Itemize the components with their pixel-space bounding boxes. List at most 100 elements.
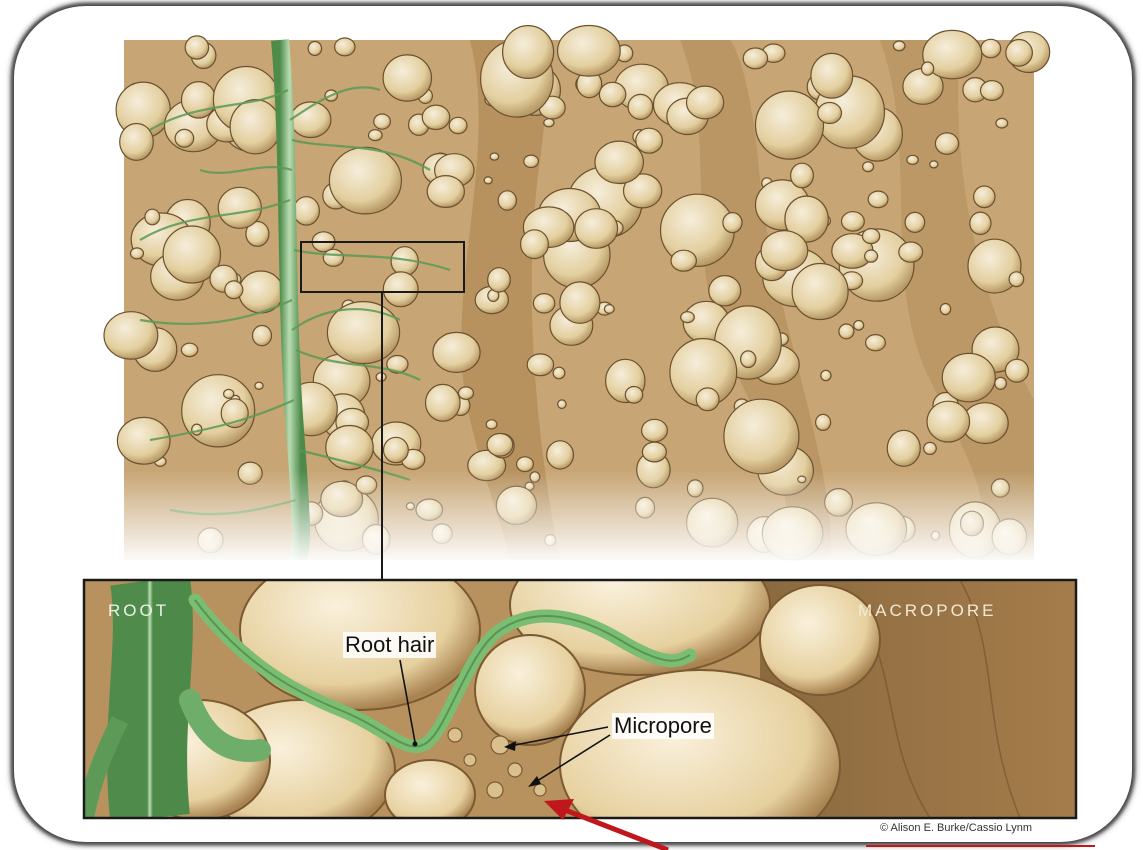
soil-pebble xyxy=(595,141,643,183)
soil-pebble xyxy=(224,389,234,398)
soil-pebble xyxy=(335,38,355,56)
soil-pebble xyxy=(329,147,401,214)
soil-pebble xyxy=(560,282,600,323)
soil-pebble xyxy=(974,186,995,208)
soil-pebble xyxy=(756,91,824,159)
soil-pebble xyxy=(761,231,808,271)
soil-pebble xyxy=(839,324,854,339)
soil-pebble xyxy=(868,191,888,208)
soil-pebble xyxy=(145,209,160,225)
soil-pebble xyxy=(995,377,1007,389)
soil-pebble xyxy=(724,399,799,474)
soil-pebble xyxy=(120,123,154,160)
soil-pebble xyxy=(696,388,719,411)
soil-pebble xyxy=(487,434,513,457)
soil-pebble xyxy=(741,351,756,368)
soil-pebble xyxy=(922,62,934,75)
root-hair-label: Root hair xyxy=(343,632,436,658)
soil-pebble xyxy=(924,442,937,454)
soil-pebble xyxy=(811,53,853,98)
soil-pebble xyxy=(681,312,695,323)
soil-pebble xyxy=(422,105,449,129)
soil-pebble xyxy=(599,82,625,106)
soil-pebble xyxy=(383,272,418,307)
soil-pebble xyxy=(709,276,741,306)
soil-pebble xyxy=(517,457,534,472)
soil-pebble xyxy=(930,161,938,168)
soil-pebble xyxy=(426,384,461,421)
soil-pebble xyxy=(981,39,1001,57)
soil-pebble xyxy=(521,230,549,259)
soil-pebble xyxy=(687,86,724,119)
soil-pebble xyxy=(636,128,663,153)
soil-pebble xyxy=(575,209,618,249)
soil-pebble xyxy=(374,114,391,129)
soil-pebble xyxy=(842,212,865,231)
soil-pebble xyxy=(182,82,216,118)
soil-pebble xyxy=(117,417,170,464)
soil-pebble xyxy=(723,213,742,233)
soil-pebble xyxy=(1005,359,1028,382)
soil-pebble xyxy=(185,36,208,59)
soil-pebble xyxy=(175,129,194,147)
soil-pebble xyxy=(625,387,642,404)
soil-pebble xyxy=(863,162,874,172)
soil-pebble xyxy=(671,250,696,271)
soil-pebble xyxy=(253,326,272,346)
soil-pebble xyxy=(544,119,554,127)
soil-pebble xyxy=(940,304,950,315)
soil-pebble xyxy=(905,212,925,232)
soil-pebble xyxy=(821,370,831,380)
soil-pebble xyxy=(743,48,767,69)
soil-pebble xyxy=(104,312,158,359)
soil-pebble xyxy=(490,153,499,160)
soil-pebble xyxy=(642,442,666,462)
soil-pebble xyxy=(181,343,197,356)
soil-pebble xyxy=(218,187,261,228)
soil-pebble xyxy=(893,41,905,51)
soil-pebble xyxy=(449,117,467,133)
image-credit: © Alison E. Burke/Cassio Lynm xyxy=(880,822,1032,834)
soil-pebble xyxy=(981,81,1004,101)
root-label: ROOT xyxy=(108,601,169,621)
soil-pebble xyxy=(816,414,831,430)
soil-pebble xyxy=(866,335,886,351)
soil-pebble xyxy=(486,420,497,429)
soil-pebble xyxy=(527,354,553,376)
soil-pebble xyxy=(865,250,878,262)
soil-pebble xyxy=(503,26,554,79)
soil-pebble xyxy=(255,382,263,389)
soil-pebble xyxy=(427,176,464,208)
soil-pebble xyxy=(899,242,923,262)
soil-pebble xyxy=(792,264,848,320)
soil-pebble xyxy=(558,26,621,77)
soil-pebble xyxy=(553,367,565,379)
soil-pebble xyxy=(533,294,554,313)
soil-pebble xyxy=(996,118,1008,128)
soil-pebble xyxy=(942,353,995,401)
soil-pebble xyxy=(484,177,492,184)
soil-pebble xyxy=(498,191,516,210)
soil-pebble xyxy=(1009,272,1024,287)
soil-pebble xyxy=(818,103,842,124)
soil-pebble xyxy=(863,229,880,244)
soil-pebble xyxy=(661,194,735,266)
soil-pebble xyxy=(369,130,383,141)
soil-pebble xyxy=(225,281,243,299)
soil-pebble xyxy=(384,437,409,462)
soil-pebble xyxy=(628,94,653,119)
soil-pebble xyxy=(558,400,566,409)
soil-pebble xyxy=(221,399,248,428)
soil-pebble xyxy=(1006,40,1033,67)
soil-pebble xyxy=(854,321,864,331)
soil-pebble xyxy=(308,42,321,56)
soil-pebble xyxy=(642,419,668,441)
soil-pebble xyxy=(970,212,991,234)
soil-pebble xyxy=(604,305,614,314)
soil-cross-section xyxy=(104,26,1050,581)
macropore-label: MACROPORE xyxy=(858,601,996,621)
soil-pebble xyxy=(433,332,480,372)
soil-pebble xyxy=(131,248,144,259)
zoomed-inset xyxy=(84,535,1076,850)
